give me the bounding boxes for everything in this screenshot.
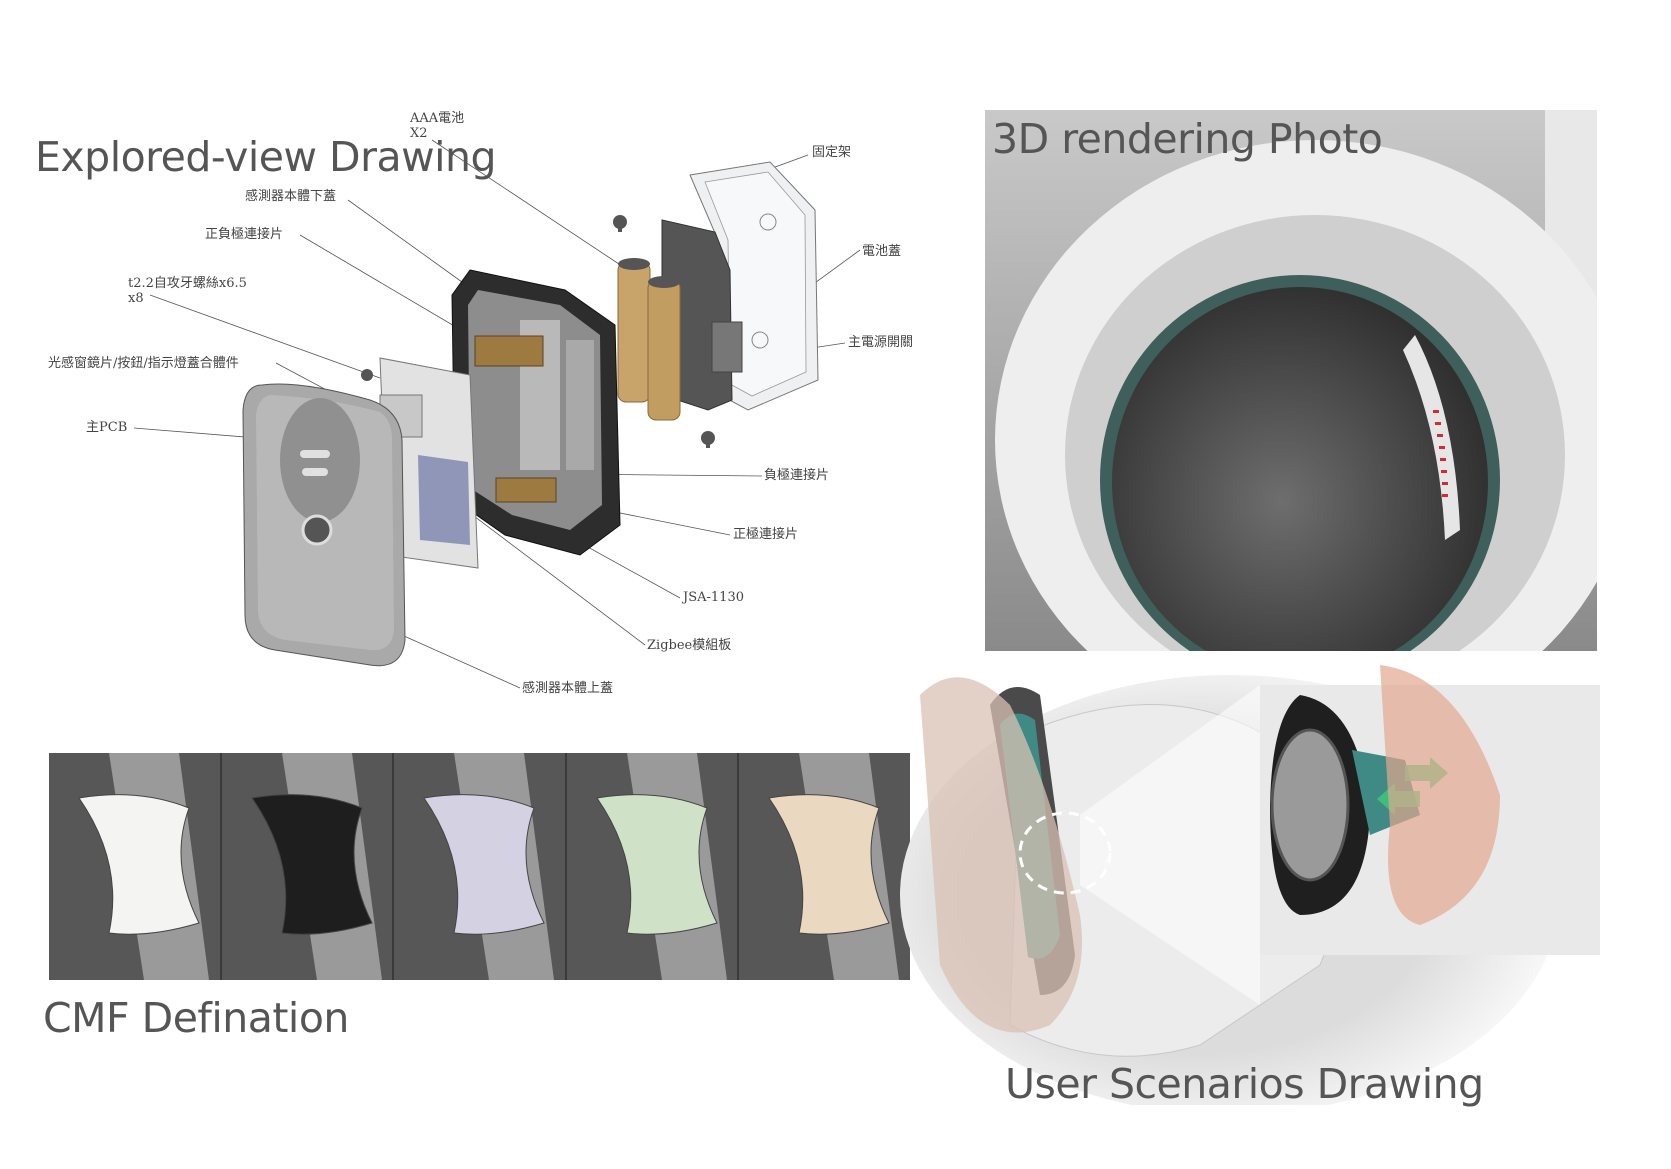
cmf-swatch-cream (739, 753, 910, 980)
callout-main-pcb: 主PCB (86, 420, 128, 435)
callout-bottom-cover: 感測器本體下蓋 (245, 189, 337, 204)
cmf-swatch-white (49, 753, 222, 980)
cmf-swatch-strip (49, 753, 910, 980)
cmf-swatch-mint (566, 753, 740, 980)
callout-pos-neg-contact: 正負極連接片 (205, 227, 284, 242)
user-scenario-drawing (900, 665, 1600, 1115)
top-cover-part (242, 383, 406, 667)
callout-zigbee: Zigbee模組板 (647, 638, 732, 653)
callout-top-cover: 感測器本體上蓋 (522, 681, 614, 696)
led-indicator (1433, 410, 1448, 497)
bottom-body-part (451, 269, 621, 556)
callout-pos-contact: 正極連接片 (733, 527, 799, 542)
rendering-illustration (985, 110, 1597, 651)
callout-lens-assembly: 光感窗鏡片/按鈕/指示燈蓋合體件 (48, 356, 239, 371)
callout-screw-spec: t2.2自攻牙螺絲x6.5 (128, 276, 247, 291)
callout-bracket: 固定架 (812, 145, 852, 160)
cmf-swatch-black (221, 753, 395, 980)
aaa-batteries-part (617, 258, 681, 421)
exploded-view-drawing (133, 139, 861, 689)
explored-view-heading: Explored-view Drawing (35, 133, 497, 181)
callout-battery-cover: 電池蓋 (862, 244, 902, 259)
cmf-heading: CMF Defination (43, 994, 349, 1042)
cmf-swatch-lavender (394, 753, 567, 980)
rendering-photo (985, 110, 1597, 651)
rendering-heading: 3D rendering Photo (992, 115, 1383, 163)
callout-aaa-battery: AAA電池 (410, 111, 465, 126)
scenario-illustration (900, 665, 1600, 1115)
callout-neg-contact: 負極連接片 (764, 468, 830, 483)
callout-power-switch: 主電源開關 (848, 335, 914, 350)
scenarios-heading: User Scenarios Drawing (1005, 1060, 1484, 1108)
callout-jsa: JSA-1130 (683, 590, 744, 605)
callout-aaa-battery-qty: X2 (410, 126, 428, 141)
callout-screw-qty: x8 (128, 291, 144, 306)
